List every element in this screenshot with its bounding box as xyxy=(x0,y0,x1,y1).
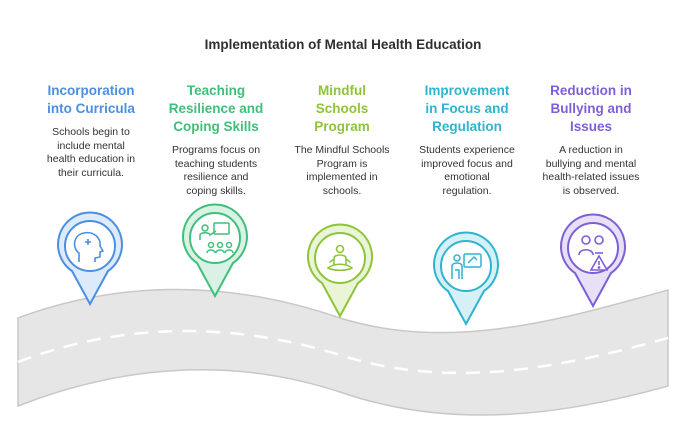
stage-5-body-line: bullying and mental xyxy=(545,157,637,170)
stage-5-body-line: A reduction in xyxy=(559,144,623,156)
stage-5-body-line: health-related issues xyxy=(542,171,640,183)
stage-2-heading-line: Teaching xyxy=(186,83,246,98)
stage-5-description: A reduction in bullying and mental healt… xyxy=(529,144,653,198)
stage-4-heading-line: Regulation xyxy=(432,119,502,134)
stage-4-body-line: emotional xyxy=(444,171,490,183)
stage-4-description: Students experience improved focus and e… xyxy=(405,144,529,198)
stage-1-body-line: their curricula. xyxy=(58,166,124,179)
stage-4-body-line: Students experience xyxy=(419,144,515,156)
stage-4-text: Improvement in Focus and Regulation Stud… xyxy=(405,82,529,198)
stage-2-body-line: resilience and xyxy=(183,171,249,183)
stage-2-body-line: coping skills. xyxy=(186,184,246,197)
stage-3-body-line: Program is xyxy=(316,157,368,170)
stage-3-heading-line: Schools xyxy=(315,101,369,116)
stage-2-heading-line: Resilience and xyxy=(168,101,264,116)
stage-4-body-line: improved focus and xyxy=(421,157,513,170)
stage-2-heading-line: Coping Skills xyxy=(173,119,259,134)
stage-1-description: Schools begin to include mental health e… xyxy=(29,126,153,180)
users-warning-icon xyxy=(578,235,609,271)
winding-road xyxy=(17,288,669,416)
stage-2-pin xyxy=(182,203,248,299)
stage-4-body-line: regulation. xyxy=(442,184,492,197)
stage-1-body-line: Schools begin to xyxy=(52,126,130,138)
stage-5-heading-line: Reduction in xyxy=(550,83,632,98)
stage-4-heading-line: in Focus and xyxy=(425,101,509,116)
stage-3-text: Mindful Schools Program The Mindful Scho… xyxy=(280,82,404,198)
stage-4-heading: Improvement in Focus and Regulation xyxy=(405,82,529,136)
stage-3-pin xyxy=(307,223,373,319)
stage-1-heading-line: Incorporation xyxy=(47,83,135,98)
stage-4-pin xyxy=(433,231,499,327)
stage-5-heading-line: Issues xyxy=(569,119,613,134)
stage-1-pin xyxy=(57,211,123,307)
stage-3-heading: Mindful Schools Program xyxy=(280,82,404,136)
stage-3-heading-line: Mindful xyxy=(318,83,366,98)
stage-1-body-line: include mental xyxy=(57,139,125,152)
stage-1-heading-line: into Curricula xyxy=(47,101,135,116)
stage-5-heading: Reduction in Bullying and Issues xyxy=(529,82,653,136)
stage-3-body-line: The Mindful Schools xyxy=(294,144,390,156)
stage-2-heading: Teaching Resilience and Coping Skills xyxy=(154,82,278,136)
diagram-title: Implementation of Mental Health Educatio… xyxy=(204,37,482,52)
stage-2-description: Programs focus on teaching students resi… xyxy=(154,144,278,198)
stage-5-text: Reduction in Bullying and Issues A reduc… xyxy=(529,82,653,198)
stage-1-text: Incorporation into Curricula Schools beg… xyxy=(29,82,153,180)
stage-5-body-line: is observed. xyxy=(562,184,620,197)
head-medical-cross-icon xyxy=(73,231,104,262)
stage-5-heading-line: Bullying and xyxy=(550,101,632,116)
stage-4-heading-line: Improvement xyxy=(424,83,510,98)
stage-3-body-line: schools. xyxy=(322,184,362,197)
meditation-icon xyxy=(326,244,354,272)
stage-2-text: Teaching Resilience and Coping Skills Pr… xyxy=(154,82,278,198)
stage-1-heading: Incorporation into Curricula xyxy=(29,82,153,118)
stage-2-body-line: Programs focus on xyxy=(171,144,261,156)
student-screen-icon xyxy=(451,253,482,279)
stage-3-body-line: implemented in xyxy=(306,171,378,183)
stage-2-body-line: teaching students xyxy=(174,157,258,170)
stage-1-body-line: health education in xyxy=(46,153,136,165)
stage-5-pin xyxy=(560,213,626,309)
teacher-students-icon xyxy=(199,222,234,254)
stage-3-heading-line: Program xyxy=(314,119,370,134)
stage-3-description: The Mindful Schools Program is implement… xyxy=(280,144,404,198)
